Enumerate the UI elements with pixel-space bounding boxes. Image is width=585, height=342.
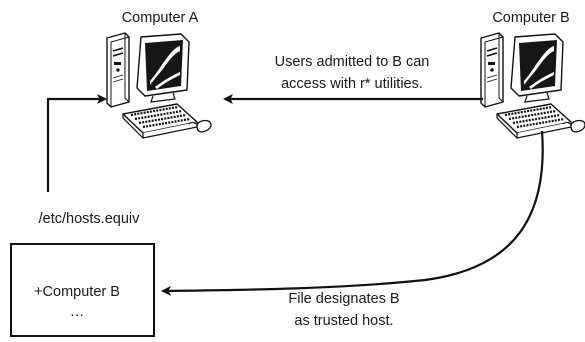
hosts-file-ellipsis: … (70, 304, 85, 320)
trust-arrow (161, 130, 544, 296)
computer-b-label: Computer B (492, 10, 569, 26)
access-note-line1: Users admitted to B can (275, 54, 430, 70)
hosts-file-box (10, 243, 155, 337)
hosts-file-entry: +Computer B (34, 284, 120, 300)
computer-b-icon (479, 31, 585, 140)
trust-note-line1: File designates B (288, 291, 399, 307)
computer-a-label: Computer A (122, 10, 199, 26)
computer-a: Computer A (105, 10, 213, 140)
hosts-file-name: /etc/hosts.equiv (39, 211, 140, 227)
computer-a-icon (105, 31, 213, 140)
hosts-file-to-a-arrow (46, 94, 107, 192)
computer-b: Computer B (479, 10, 585, 140)
trust-note-line2: as trusted host. (294, 313, 393, 329)
access-note-line2: access with r* utilities. (281, 76, 423, 92)
